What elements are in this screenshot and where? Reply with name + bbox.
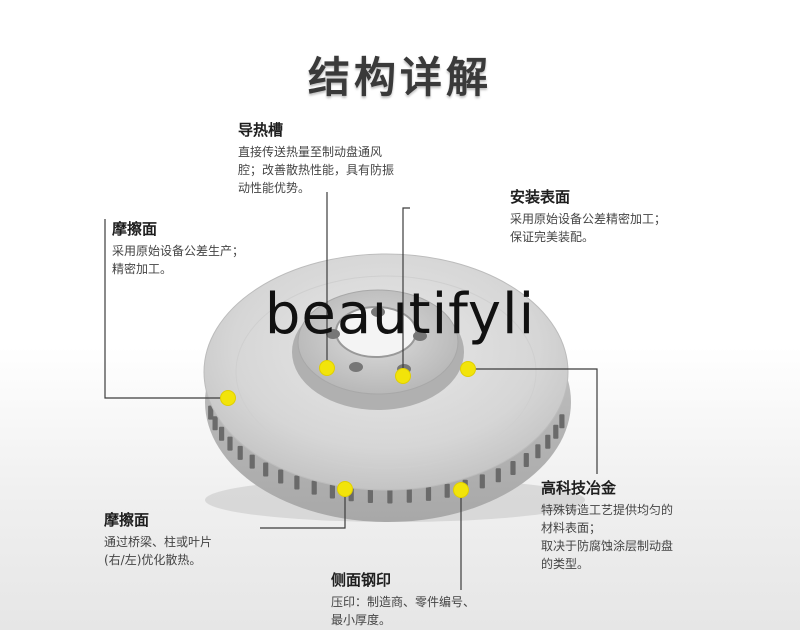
callout-description: 特殊铸造工艺提供均匀的 材料表面； 取决于防腐蚀涂层制动盘 的类型。: [541, 503, 674, 571]
vent-slot: [545, 434, 551, 449]
callout-heading: 摩擦面: [104, 511, 150, 529]
marker-metal: [460, 361, 476, 377]
vent-slot: [237, 445, 243, 460]
callout-heat-groove: 导热槽 直接传送热量至制动盘通风 腔；改善散热性能，具有防振 动性能优势。: [238, 120, 438, 197]
vent-slot: [444, 483, 450, 498]
callout-description: 采用原始设备公差精密加工； 保证完美装配。: [510, 212, 667, 244]
vent-slot: [219, 426, 225, 441]
vent-slots: [208, 405, 565, 504]
bolt-hole: [371, 307, 385, 317]
callout-heading: 摩擦面: [112, 220, 158, 238]
vent-slot: [479, 474, 485, 489]
leader-metal: [468, 368, 598, 474]
callout-heading: 侧面钢印: [331, 571, 392, 589]
marker-mount: [395, 368, 411, 384]
vent-slot: [553, 424, 559, 439]
callout-friction-face-vent: 摩擦面 通过桥梁、柱或叶片 (右/左)优化散热。: [104, 510, 254, 569]
watermark-text: beautifyli: [264, 282, 536, 347]
bolt-hole: [413, 331, 427, 341]
vent-slot: [510, 461, 516, 475]
callout-heading: 安装表面: [510, 188, 571, 206]
vent-slot: [559, 414, 565, 429]
vent-slot: [311, 480, 317, 495]
marker-groove: [319, 360, 335, 376]
bolt-hole: [326, 329, 340, 339]
callout-metallurgy: 高科技冶金 特殊铸造工艺提供均匀的 材料表面； 取决于防腐蚀涂层制动盘 的类型。: [541, 478, 721, 573]
vent-slot: [425, 486, 432, 501]
marker-side: [453, 482, 469, 498]
vent-slot: [294, 475, 300, 490]
callout-mounting-surface: 安装表面 采用原始设备公差精密加工； 保证完美装配。: [510, 187, 710, 246]
callout-heading: 高科技冶金: [541, 479, 617, 497]
leader-mount: [402, 207, 410, 376]
vent-slot: [367, 489, 373, 503]
page-title: 结构详解: [307, 53, 492, 102]
leader-friction-2: [260, 489, 346, 529]
callout-description: 采用原始设备公差生产； 精密加工。: [112, 244, 245, 276]
vent-slot: [387, 489, 393, 504]
vent-slot: [535, 444, 541, 459]
vent-slot: [523, 453, 529, 467]
vent-slot: [212, 416, 218, 431]
vent-slot: [329, 484, 335, 499]
marker-friction-2: [337, 481, 353, 497]
leader-friction-1: [104, 219, 228, 399]
callout-side-stamp: 侧面钢印 压印：制造商、零件编号、 最小厚度。: [331, 570, 521, 629]
vent-slot: [278, 469, 284, 484]
callout-description: 压印：制造商、零件编号、 最小厚度。: [331, 595, 476, 627]
vent-slot: [263, 462, 269, 477]
bolt-hole: [349, 362, 363, 372]
marker-friction-1: [220, 390, 236, 406]
callout-description: 直接传送热量至制动盘通风 腔；改善散热性能，具有防振 动性能优势。: [238, 145, 395, 195]
callout-heading: 导热槽: [238, 121, 284, 139]
vent-slot: [406, 488, 412, 503]
callout-friction-face: 摩擦面 采用原始设备公差生产； 精密加工。: [112, 219, 282, 278]
vent-slot: [208, 405, 214, 420]
vent-slot: [227, 436, 233, 451]
callout-description: 通过桥梁、柱或叶片 (右/左)优化散热。: [104, 535, 213, 567]
vent-slot: [495, 468, 501, 483]
vent-slot: [249, 454, 255, 469]
